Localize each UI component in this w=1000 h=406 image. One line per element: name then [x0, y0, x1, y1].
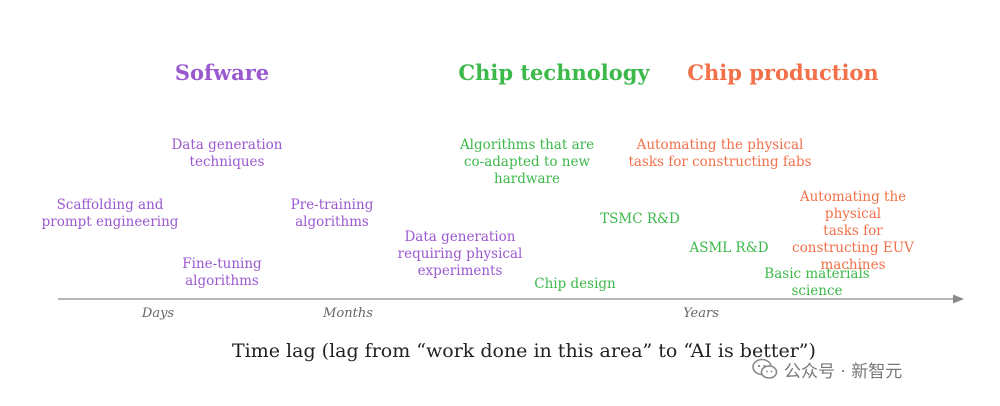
watermark: 公众号 · 新智元: [752, 356, 902, 382]
watermark-text: 公众号 · 新智元: [784, 361, 903, 382]
item-algorithms-coadapted-hardware: Algorithms that are co-adapted to new ha…: [459, 137, 595, 187]
heading-chip-production: Chip production: [687, 60, 879, 85]
axis-tick-days: Days: [141, 306, 175, 321]
item-basic-materials-science: Basic materials science: [764, 266, 870, 299]
heading-software: Sofware: [174, 60, 270, 85]
item-tsmc-rd: TSMC R&D: [600, 211, 680, 227]
item-data-generation-physical: Data generation requiring physical exper…: [397, 229, 523, 279]
item-data-generation-techniques: Data generation techniques: [171, 137, 283, 170]
item-fine-tuning-algorithms: Fine-tuning algorithms: [182, 256, 262, 289]
axis-caption: Time lag (lag from “work done in this ar…: [232, 340, 816, 362]
item-pretraining-algorithms: Pre-training algorithms: [290, 197, 374, 230]
axis-tick-years: Years: [683, 306, 719, 321]
item-automating-euv: Automating the physical tasks for constr…: [792, 189, 914, 273]
item-chip-design: Chip design: [534, 276, 616, 292]
heading-chip-technology: Chip technology: [458, 60, 650, 85]
item-scaffolding-prompt-engineering: Scaffolding and prompt engineering: [41, 197, 179, 230]
axis-arrowhead: [953, 294, 964, 304]
axis-tick-months: Months: [323, 306, 373, 321]
item-asml-rd: ASML R&D: [689, 240, 769, 256]
item-automating-fabs: Automating the physical tasks for constr…: [628, 137, 812, 170]
wechat-icon: [752, 358, 778, 379]
